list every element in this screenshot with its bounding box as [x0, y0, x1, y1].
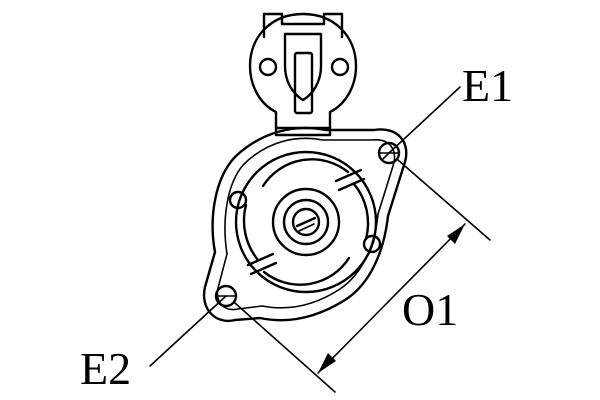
- mounting-hole-e1: [377, 141, 401, 165]
- label-e2: E2: [80, 343, 131, 394]
- dimension-o1: [234, 159, 491, 393]
- solenoid-left-bolt: [258, 57, 278, 77]
- mounting-flange: [202, 126, 408, 323]
- extension-line-bottom: [234, 302, 336, 393]
- dimension-arrow-bottom: [318, 353, 336, 373]
- dimension-arrow-top: [447, 224, 465, 244]
- pinion-housing: [234, 150, 378, 294]
- solenoid: [248, 12, 358, 137]
- leader-e1: [382, 86, 461, 160]
- mounting-hole-e2: [214, 284, 238, 308]
- solenoid-right-bolt: [330, 57, 350, 77]
- dimension-line: [317, 223, 466, 374]
- leader-e2: [149, 295, 227, 367]
- extension-line-top: [397, 159, 491, 241]
- pinion-shaft: [271, 187, 341, 257]
- flange-hole-right: [362, 234, 382, 254]
- label-e1: E1: [462, 60, 513, 111]
- label-o1: O1: [402, 284, 458, 335]
